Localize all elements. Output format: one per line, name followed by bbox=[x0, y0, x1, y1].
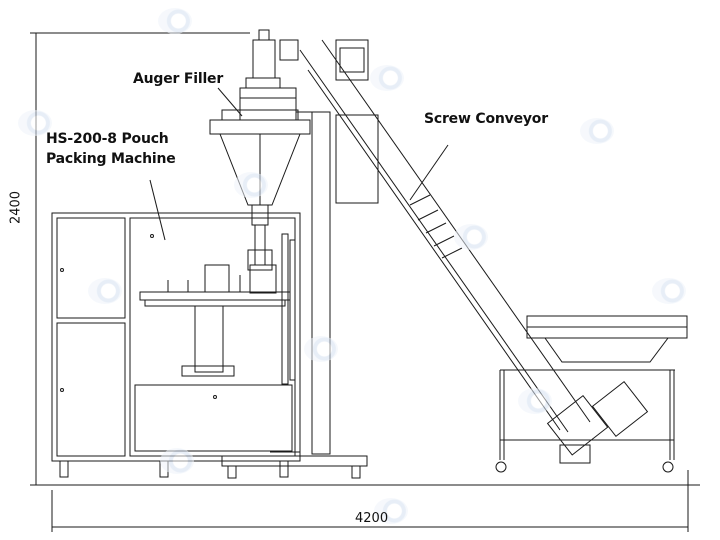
height-dimension-line bbox=[30, 32, 250, 486]
logo-swirl-icon bbox=[454, 224, 488, 250]
logo-swirl-icon bbox=[158, 8, 192, 34]
auger-filler-leader bbox=[217, 87, 243, 117]
hopper-cart bbox=[495, 315, 688, 473]
width-dimension-label: 4200 bbox=[355, 511, 389, 526]
screw-conveyor-tube bbox=[279, 39, 591, 433]
logo-swirl-icon bbox=[652, 278, 686, 304]
logo-swirl-icon bbox=[374, 498, 408, 524]
auger-filler bbox=[209, 29, 311, 271]
height-dimension-label: 2400 bbox=[8, 190, 24, 225]
screw-conveyor-leader bbox=[409, 144, 449, 201]
auger-support-column bbox=[221, 111, 368, 479]
logo-swirl-icon bbox=[160, 448, 194, 474]
pouch-machine-body bbox=[51, 212, 301, 478]
logo-swirl-icon bbox=[518, 388, 552, 414]
logo-swirl-icon bbox=[580, 118, 614, 144]
pouch-machine-leader bbox=[149, 179, 166, 241]
turntable-mechanism bbox=[139, 233, 296, 385]
logo-swirl-icon bbox=[304, 336, 338, 362]
logo-swirl-icon bbox=[234, 172, 268, 198]
width-dimension-line bbox=[51, 470, 689, 532]
screw-conveyor-label: Screw Conveyor bbox=[424, 111, 548, 127]
logo-swirl-icon bbox=[18, 110, 52, 136]
auger-filler-label: Auger Filler bbox=[133, 71, 224, 87]
pouch-machine-label-line1: HS-200-8 Pouch bbox=[46, 131, 169, 147]
logo-swirl-icon bbox=[88, 278, 122, 304]
pouch-machine-label-line2: Packing Machine bbox=[46, 151, 176, 167]
logo-swirl-icon bbox=[370, 65, 404, 91]
